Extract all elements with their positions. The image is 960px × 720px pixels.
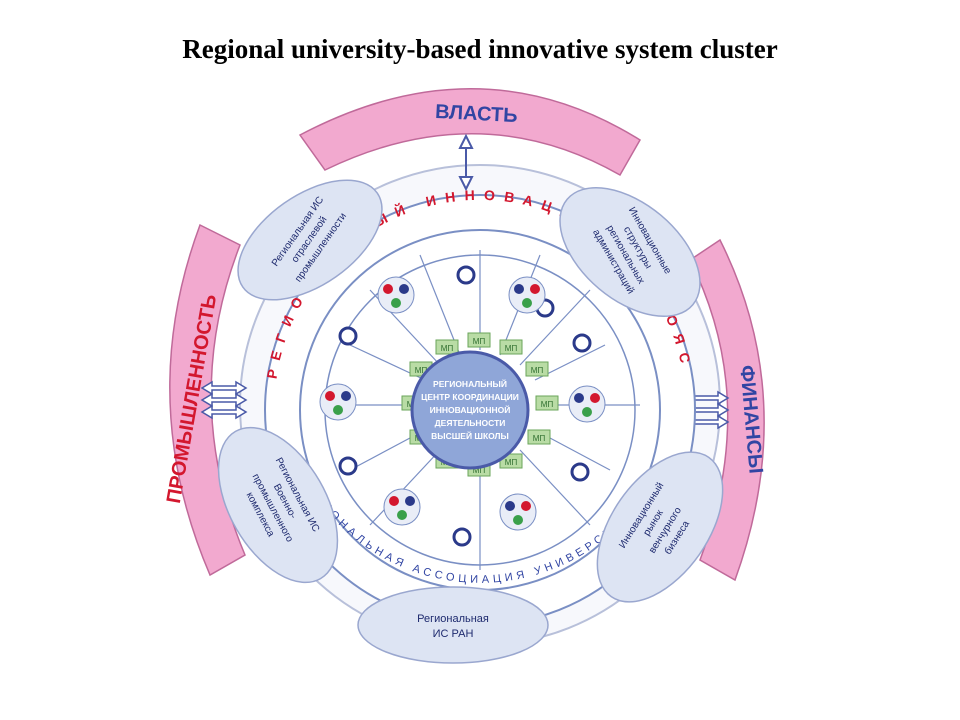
svg-text:МП: МП — [473, 466, 486, 475]
sector-label-top: ВЛАСТЬ — [435, 101, 519, 127]
ellipse-bottom: Региональная ИС РАН — [357, 586, 549, 664]
ellipse-b-line-1: Региональная — [417, 613, 489, 625]
svg-text:МП: МП — [505, 344, 518, 353]
svg-text:МП: МП — [473, 337, 486, 346]
svg-text:МП: МП — [441, 344, 454, 353]
center-line-2: ЦЕНТР КООРДИНАЦИИ — [421, 392, 519, 402]
ellipse-upper-right: Инновационные структуры региональных адм… — [559, 186, 701, 318]
people-cluster-icons — [319, 276, 606, 531]
center-text: РЕГИОНАЛЬНЫЙ ЦЕНТР КООРДИНАЦИИ ИННОВАЦИО… — [421, 378, 519, 441]
svg-text:МП: МП — [533, 434, 546, 443]
center-line-1: РЕГИОНАЛЬНЫЙ — [433, 378, 507, 389]
center-line-4: ДЕЯТЕЛЬНОСТИ — [435, 418, 506, 428]
svg-text:МП: МП — [541, 400, 554, 409]
svg-text:МП: МП — [531, 366, 544, 375]
arrow-top — [458, 133, 474, 192]
sector-band-right — [689, 238, 765, 582]
arrow-left — [200, 380, 248, 420]
center-line-3: ИННОВАЦИОННОЙ — [430, 404, 511, 415]
ellipse-b-line-2: ИС РАН — [433, 628, 474, 640]
center-circle — [410, 350, 530, 470]
sector-band-top — [298, 88, 642, 177]
ellipse-upper-left: Региональная ИС отраслевой промышленност… — [237, 179, 383, 301]
svg-text:МП: МП — [415, 366, 428, 375]
svg-text:МП: МП — [505, 458, 518, 467]
ellipse-lower-right: Инновационный рынок венчурного бизнеса — [596, 451, 724, 603]
ellipse-lower-left: Региональная ИС Военно- промышленного ко… — [217, 426, 339, 584]
page-title: Regional university-based innovative sys… — [182, 34, 778, 64]
center-line-5: ВЫСШЕЙ ШКОЛЫ — [431, 430, 509, 441]
